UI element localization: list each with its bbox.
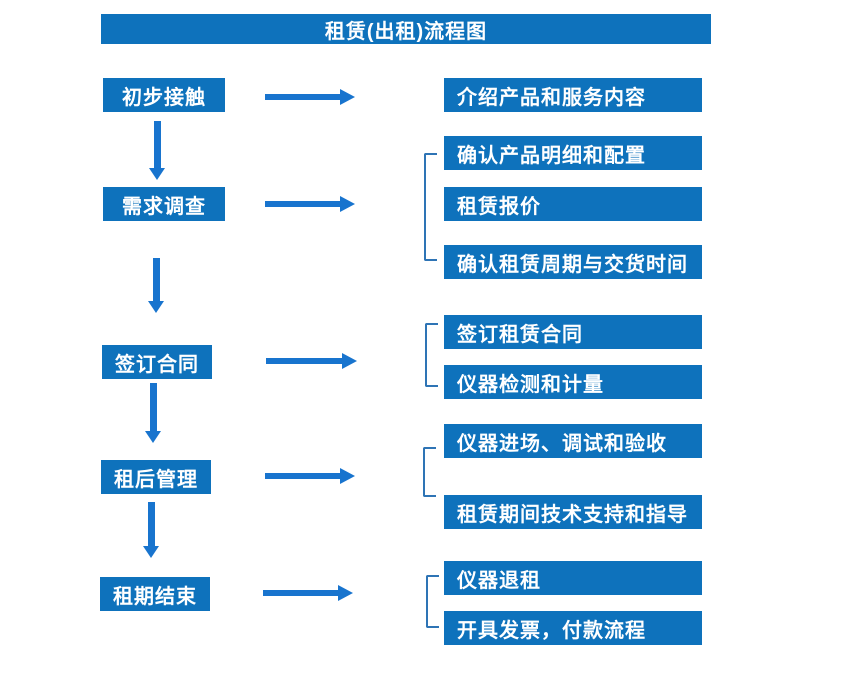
down-arrow-icon <box>145 383 162 443</box>
down-arrow-icon <box>149 121 166 180</box>
step-box-sign-contract: 签订合同 <box>102 345 212 379</box>
detail-box-invoice-payment: 开具发票，付款流程 <box>444 611 702 645</box>
step-box-demand-survey: 需求调查 <box>103 187 225 221</box>
right-arrow-head <box>340 196 355 212</box>
right-arrow-shaft <box>265 94 340 100</box>
down-arrow-shaft <box>153 258 160 301</box>
right-arrow-icon <box>265 468 355 484</box>
down-arrow-shaft <box>150 383 157 431</box>
right-arrow-icon <box>265 196 355 212</box>
group-bracket-post-rental <box>423 447 436 497</box>
detail-box-introduce-products: 介绍产品和服务内容 <box>444 78 702 112</box>
detail-box-technical-support: 租赁期间技术支持和指导 <box>444 495 702 529</box>
right-arrow-icon <box>263 585 353 601</box>
detail-box-confirm-product-details: 确认产品明细和配置 <box>444 136 702 170</box>
step-box-post-rental-management: 租后管理 <box>101 460 211 494</box>
detail-box-instrument-testing: 仪器检测和计量 <box>444 365 702 399</box>
down-arrow-head <box>145 431 161 443</box>
down-arrow-icon <box>143 502 160 558</box>
down-arrow-shaft <box>148 502 155 546</box>
right-arrow-icon <box>265 89 355 105</box>
detail-box-confirm-rental-period: 确认租赁周期与交货时间 <box>444 245 702 279</box>
down-arrow-shaft <box>154 121 161 168</box>
right-arrow-head <box>340 468 355 484</box>
right-arrow-shaft <box>266 358 342 364</box>
right-arrow-shaft <box>263 590 338 596</box>
right-arrow-shaft <box>265 201 340 207</box>
down-arrow-icon <box>148 258 165 313</box>
right-arrow-head <box>338 585 353 601</box>
right-arrow-head <box>340 89 355 105</box>
right-arrow-shaft <box>265 473 340 479</box>
right-arrow-icon <box>266 353 357 369</box>
down-arrow-head <box>143 546 159 558</box>
down-arrow-head <box>149 168 165 180</box>
group-bracket-demand-survey <box>424 153 437 261</box>
flowchart-title: 租赁(出租)流程图 <box>101 14 711 44</box>
right-arrow-head <box>342 353 357 369</box>
detail-box-instrument-return: 仪器退租 <box>444 561 702 595</box>
detail-box-sign-rental-contract: 签订租赁合同 <box>444 315 702 349</box>
down-arrow-head <box>148 301 164 313</box>
group-bracket-rental-end <box>426 575 439 628</box>
detail-box-instrument-setup-acceptance: 仪器进场、调试和验收 <box>444 424 702 458</box>
group-bracket-sign-contract <box>425 323 438 387</box>
detail-box-rental-quotation: 租赁报价 <box>444 187 702 221</box>
step-box-initial-contact: 初步接触 <box>103 78 225 112</box>
step-box-rental-end: 租期结束 <box>100 577 210 611</box>
